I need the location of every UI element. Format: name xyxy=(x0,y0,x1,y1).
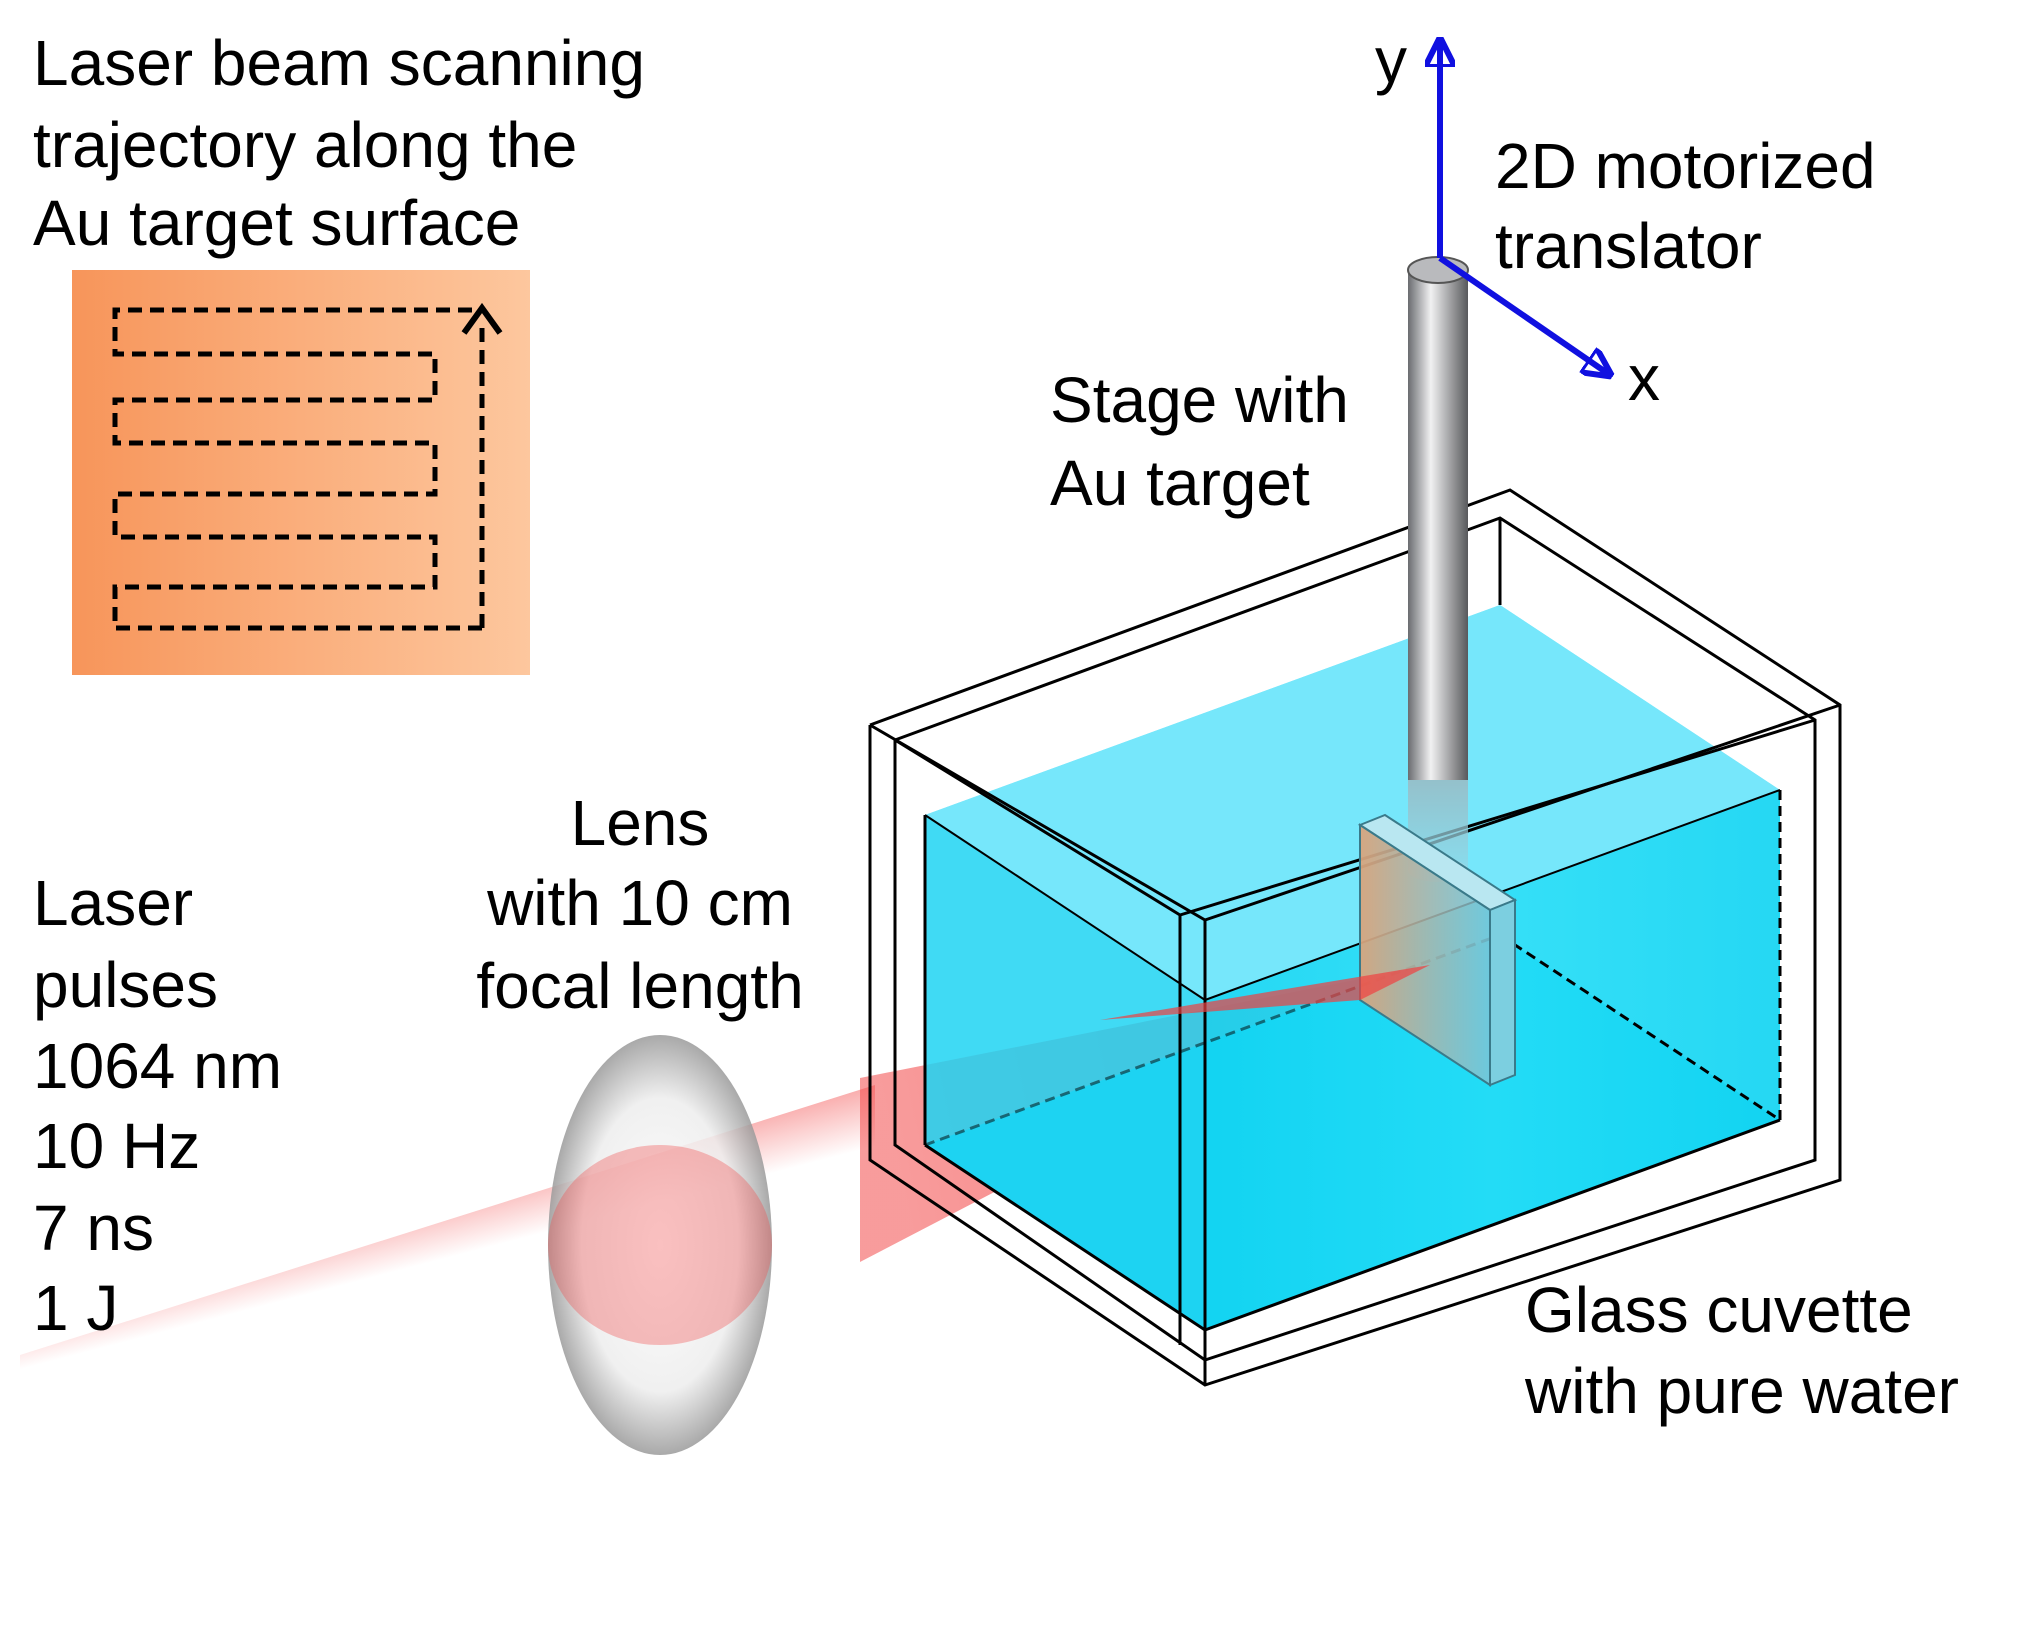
lens-label-line2: with 10 cm xyxy=(486,867,793,939)
laser-focus-spot xyxy=(1100,965,1430,1020)
axis-x-arrow xyxy=(1438,255,1610,375)
laser-label-line3: 1064 nm xyxy=(33,1030,282,1102)
axis-x-label: x xyxy=(1628,342,1660,414)
stage-label-line1: Stage with xyxy=(1050,364,1349,436)
scan-arrow-head xyxy=(461,302,503,335)
lens-beam-overlay xyxy=(548,1145,772,1345)
laser-label-line4: 10 Hz xyxy=(33,1110,200,1182)
glass-cuvette xyxy=(868,488,1842,1387)
scan-label-line1: Laser beam scanning xyxy=(33,27,645,99)
translator-label-line1: 2D motorized xyxy=(1495,130,1876,202)
laser-label-line6: 1 J xyxy=(33,1272,118,1344)
lens-label-line1: Lens xyxy=(571,787,710,859)
stage-rod xyxy=(1407,256,1469,882)
scan-trajectory-panel xyxy=(72,270,530,675)
water-left-face xyxy=(925,815,1205,1330)
laser-label-line1: Laser xyxy=(33,867,193,939)
laser-label-line5: 7 ns xyxy=(33,1192,154,1264)
scan-label-line3: Au target surface xyxy=(33,187,520,259)
stage-label-line2: Au target xyxy=(1050,447,1310,519)
scan-label-line2: trajectory along the xyxy=(33,109,577,181)
au-target-plate xyxy=(1357,813,1518,1087)
au-target-surface xyxy=(72,270,530,675)
translator-label-line2: translator xyxy=(1495,210,1762,282)
text-labels: Laser beam scanning trajectory along the… xyxy=(33,24,1959,1427)
water-top-surface xyxy=(925,605,1780,1000)
laser-label-line2: pulses xyxy=(33,949,218,1021)
scan-trajectory-path xyxy=(112,307,482,631)
translator-axes xyxy=(1440,40,1610,375)
axis-y-label: y xyxy=(1375,24,1407,96)
lens-label-line3: focal length xyxy=(476,950,803,1022)
cuvette-label-line1: Glass cuvette xyxy=(1525,1274,1913,1346)
cuvette-label-line2: with pure water xyxy=(1524,1355,1959,1427)
focusing-lens xyxy=(548,1035,772,1455)
